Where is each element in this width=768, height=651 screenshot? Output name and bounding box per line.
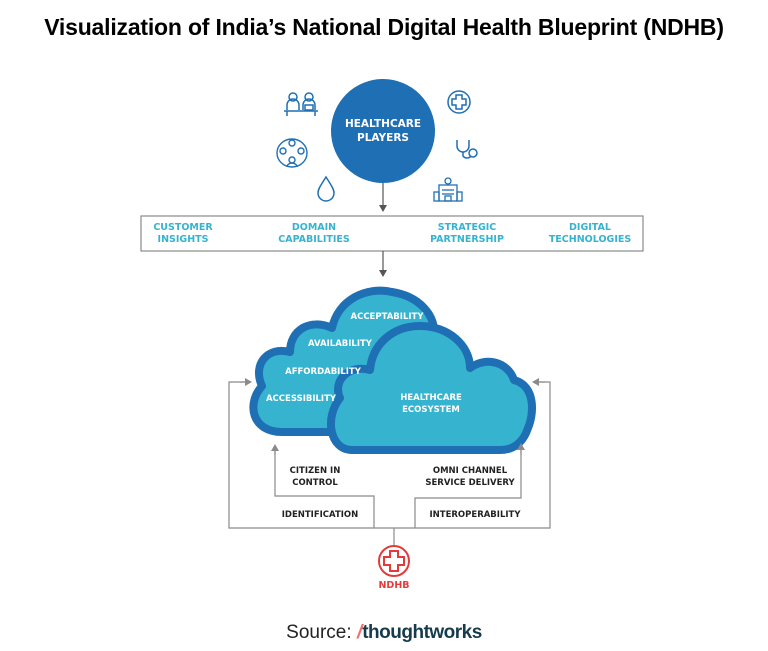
pillar-line2: PARTNERSHIP (430, 234, 504, 245)
omni-line2: SERVICE DELIVERY (425, 478, 515, 488)
diagram-title: Visualization of India’s National Digita… (44, 14, 724, 40)
ndhb-medical-cross-icon (378, 545, 410, 577)
medical-cross-icon (447, 90, 471, 114)
pillar-line2: TECHNOLOGIES (548, 234, 632, 245)
identification-label: IDENTIFICATION (281, 510, 359, 520)
label-acceptability: ACCEPTABILITY (350, 312, 424, 322)
omni-channel-label: OMNI CHANNEL SERVICE DELIVERY (420, 465, 520, 489)
hospital-building-icon (433, 177, 463, 202)
ndhb-label: NDHB (378, 580, 410, 591)
group-network-icon (276, 138, 308, 168)
label-availability: AVAILABILITY (308, 339, 372, 349)
omni-connector (414, 448, 522, 528)
source-credit: Source: /thoughtworks (0, 622, 768, 644)
pillar-customer-insights: CUSTOMER INSIGHTS (138, 222, 228, 246)
thoughtworks-slash-logo: / (356, 622, 363, 643)
people-at-desk-icon (284, 92, 318, 116)
label-affordability: AFFORDABILITY (285, 367, 361, 377)
pillar-line1: STRATEGIC (437, 222, 497, 233)
healthcare-ecosystem-label: HEALTHCARE ECOSYSTEM (386, 392, 476, 416)
stethoscope-icon (456, 140, 478, 159)
citizen-connector (274, 448, 375, 528)
pillar-line2: INSIGHTS (157, 234, 209, 245)
healthcare-players-line2: PLAYERS (357, 132, 409, 144)
label-accessibility: ACCESSIBILITY (265, 394, 337, 404)
citizen-line2: CONTROL (292, 478, 338, 488)
interoperability-label: INTEROPERABILITY (429, 510, 521, 520)
front-cloud (327, 322, 536, 454)
pillars-box (140, 215, 644, 252)
pillar-digital-technologies: DIGITAL TECHNOLOGIES (538, 222, 642, 246)
water-drop-icon (317, 175, 335, 202)
pillar-line2: CAPABILITIES (278, 234, 350, 245)
pillar-domain-capabilities: DOMAIN CAPABILITIES (264, 222, 364, 246)
thoughtworks-brand: thoughtworks (362, 622, 482, 643)
omni-line1: OMNI CHANNEL (432, 466, 508, 476)
ecosystem-line2: ECOSYSTEM (402, 405, 460, 415)
pillar-line1: DOMAIN (291, 222, 337, 233)
citizen-in-control-label: CITIZEN IN CONTROL (280, 465, 350, 489)
citizen-line1: CITIZEN IN (289, 466, 341, 476)
healthcare-players-circle (331, 79, 435, 183)
pillar-line1: DIGITAL (569, 222, 611, 233)
healthcare-players-line1: HEALTHCARE (344, 118, 422, 130)
pillar-line1: CUSTOMER (153, 222, 213, 233)
pillar-strategic-partnership: STRATEGIC PARTNERSHIP (412, 222, 522, 246)
source-prefix: Source: (286, 622, 352, 643)
ecosystem-line1: HEALTHCARE (400, 393, 462, 403)
healthcare-players-label: HEALTHCARE PLAYERS (333, 117, 433, 145)
outer-connector (228, 381, 551, 529)
